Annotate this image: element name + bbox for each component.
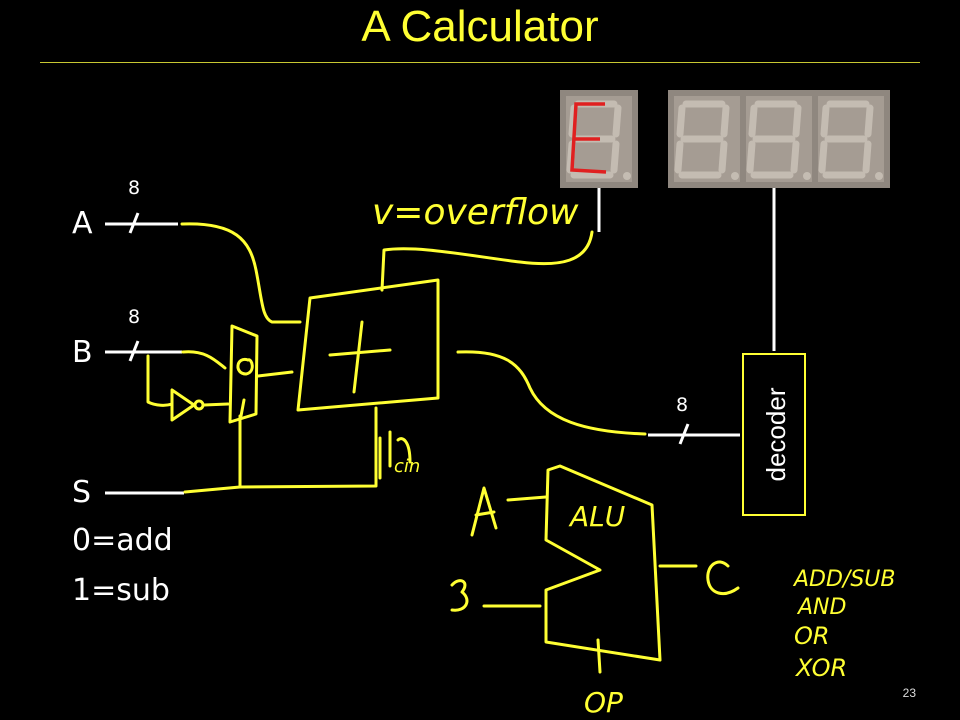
op-or: OR [794,622,830,650]
op-xor: XOR [794,654,847,682]
mux-one [239,398,246,418]
page-number: 23 [902,686,916,700]
plus-horizontal [328,348,392,357]
title-divider [40,62,920,63]
alu-wire-a [506,495,548,502]
digit-3 [818,96,884,182]
wire-sum-out [456,350,647,436]
wire-b-to-inverter [146,354,174,407]
inverter-bubble [193,399,205,411]
overflow-note: v=overflow [372,192,579,233]
input-a-width: 8 [128,177,141,199]
handwritten-alu-b [450,579,469,612]
adder [296,278,440,412]
handwritten-alu-a [470,486,498,537]
plus-vertical [352,320,364,394]
input-a-label: A [72,206,93,241]
seven-segment-result [668,90,890,188]
wire-s-to-carry [238,406,378,489]
mux-zero [236,357,254,376]
wire-mux-to-adder [256,370,294,378]
input-b-width: 8 [128,306,141,328]
seven-segment-overflow [560,90,638,188]
slide-title: A Calculator [361,2,599,51]
handwritten-circuit [146,222,740,674]
wire-s-to-mux [183,414,242,494]
alu-block [544,464,662,662]
alu-op-label: OP [584,686,623,719]
digit-1 [674,96,740,182]
s-option-sub: 1=sub [72,573,170,608]
handwritten-alu-c [706,560,740,596]
input-b-label: B [72,335,93,370]
handwritten-carry-in [378,430,412,480]
wire-b-to-mux [181,350,227,370]
wire-overflow-out [380,230,594,292]
bus-slash-a [128,212,140,234]
digit-2 [746,96,812,182]
bus-slash-b [128,340,140,362]
inverter-triangle [170,388,196,422]
decoder-block: decoder [742,353,806,516]
op-and: AND [796,595,846,620]
alu-wire-op [596,638,602,674]
wire-inverter-to-mux [202,402,230,407]
input-wires [105,188,776,495]
overflow-digit [570,102,607,174]
wire-a-to-adder [180,222,302,324]
op-add-sub: ADD/SUB [792,567,896,592]
alu-label: ALU [568,500,625,533]
mux [228,324,259,424]
handwritten-text: v=overflow cin ALU A B C OP ADD/SUB AND … [372,192,896,719]
input-s-label: S [72,475,92,510]
output-bus-width: 8 [676,394,689,416]
s-option-add: 0=add [72,523,173,558]
bus-slash-result [678,423,690,445]
carry-in-label: cin [394,456,420,477]
